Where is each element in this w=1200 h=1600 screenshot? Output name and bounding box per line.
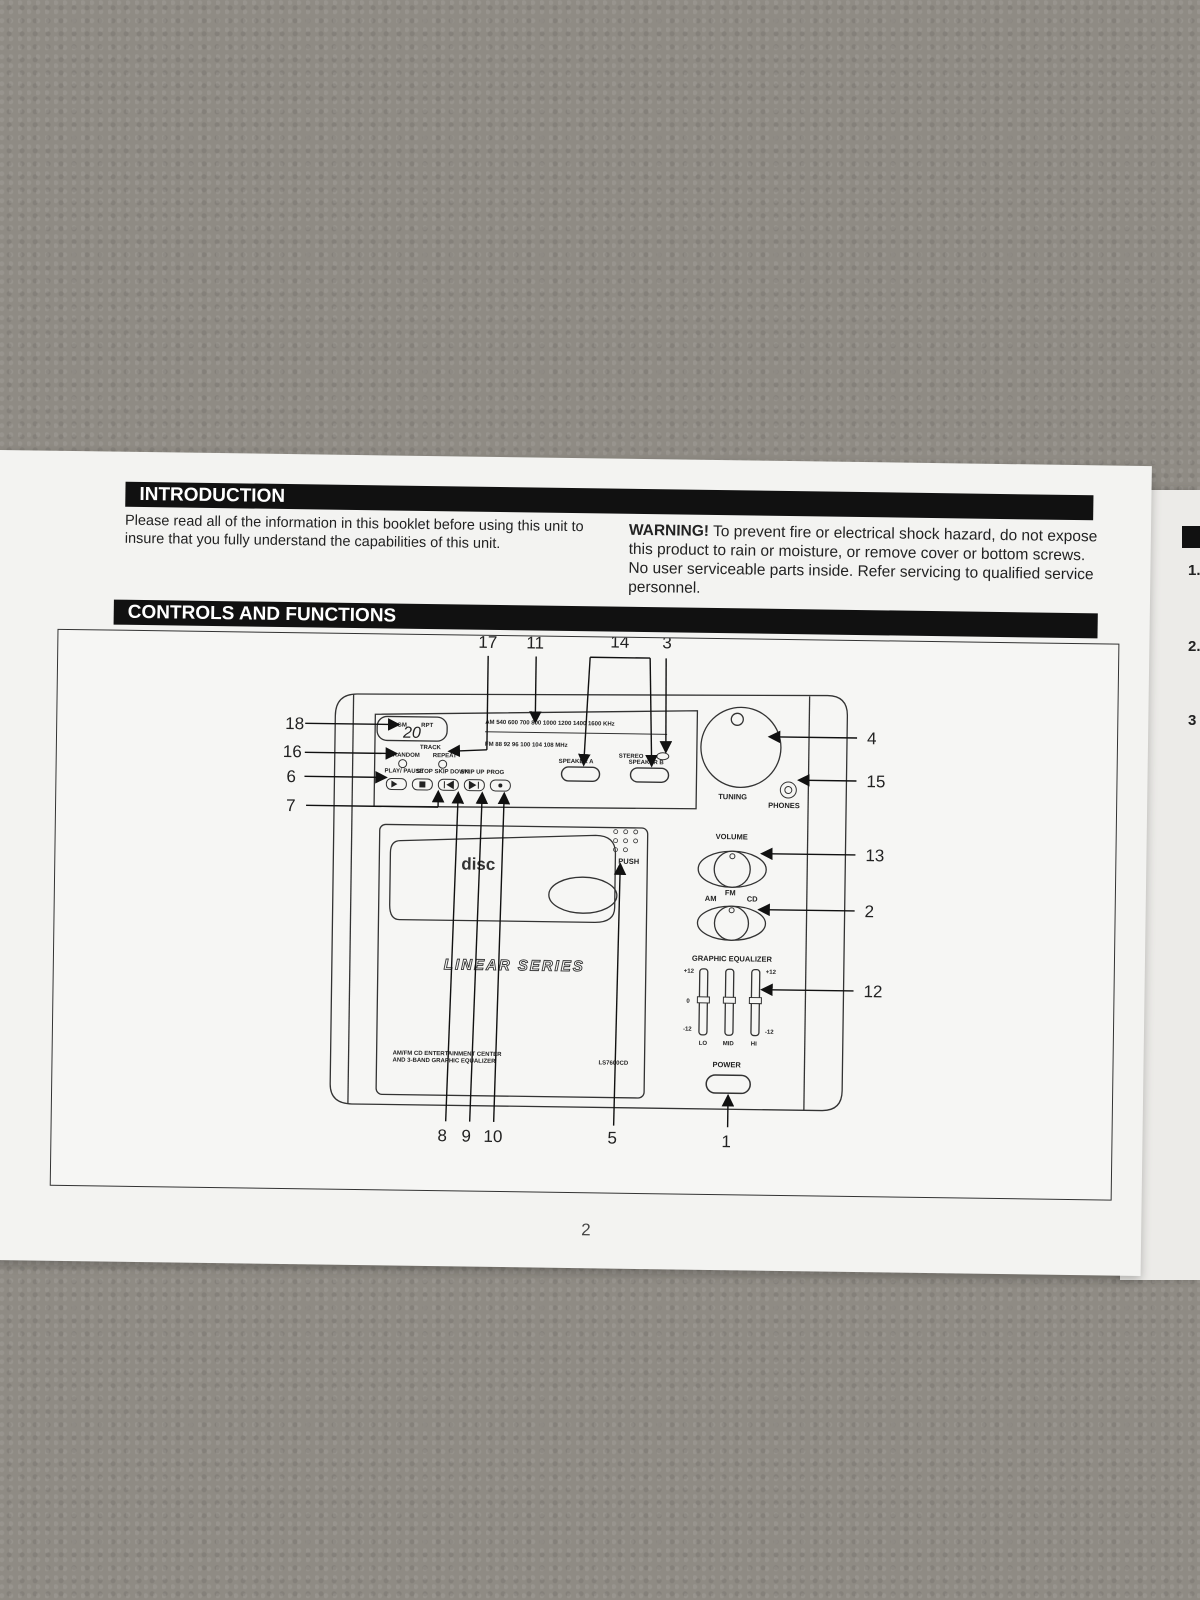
am-scale: AM 540 600 700 800 1000 1200 1400 1600 K… — [485, 720, 615, 728]
next-page-item-3: 3 — [1188, 712, 1197, 729]
skip-forward-icon — [468, 780, 479, 790]
lcd-display: PGM RPT 20 TRACK — [376, 715, 448, 751]
compact-disc-logo: disc — [461, 854, 495, 873]
power-button[interactable] — [705, 1074, 751, 1095]
eq-zero-label: 0 — [686, 999, 690, 1005]
skip-down-label: SKIP DOWN — [435, 769, 470, 775]
volume-label: VOLUME — [716, 832, 748, 841]
eq-title: GRAPHIC EQUALIZER — [692, 954, 773, 964]
callout-1: 1 — [721, 1132, 731, 1151]
transport-buttons: PLAY/ PAUSE STOP SKIP DOWN SKIP UP PROG — [385, 768, 511, 792]
phones-label: PHONES — [768, 801, 800, 810]
callout-6: 6 — [286, 767, 296, 786]
prog-button[interactable] — [489, 779, 511, 792]
callout-14: 14 — [610, 633, 629, 652]
am-label: AM — [705, 894, 717, 903]
play-pause-label: PLAY/ PAUSE — [385, 768, 424, 775]
stop-button[interactable] — [411, 778, 433, 791]
push-dots — [613, 829, 639, 853]
eq-plus-label-right: +12 — [766, 970, 777, 976]
fm-label: FM — [725, 888, 736, 897]
callout-13: 13 — [865, 846, 884, 865]
skip-down-button[interactable] — [437, 778, 459, 791]
fm-scale: FM 88 92 96 100 104 108 MHz — [485, 742, 568, 749]
callout-17: 17 — [478, 633, 497, 652]
eq-hi-label: HI — [751, 1042, 757, 1048]
controls-diagram: PGM RPT 20 TRACK AM 540 600 700 800 1000… — [49, 628, 1120, 1201]
prog-label: PROG — [486, 770, 504, 776]
track-label: TRACK — [420, 745, 442, 751]
speaker-b-label: SPEAKER B — [629, 760, 665, 766]
callout-10: 10 — [483, 1127, 502, 1146]
callout-15: 15 — [866, 772, 885, 791]
phones-jack-inner — [784, 786, 793, 795]
eq-mid-label: MID — [723, 1041, 735, 1047]
callout-5: 5 — [607, 1129, 617, 1148]
callout-11: 11 — [526, 633, 544, 652]
speaker-b-button[interactable] — [629, 767, 670, 783]
skip-up-label: SKIP UP — [461, 769, 485, 775]
next-page-item-1: 1. — [1188, 562, 1200, 579]
speaker-a-label: SPEAKER A — [559, 759, 595, 765]
speaker-a-button[interactable] — [560, 766, 601, 783]
graphic-equalizer: GRAPHIC EQUALIZER +12 +12 0 -12 -12 LO M… — [683, 954, 777, 1048]
tuning-scale: AM 540 600 700 800 1000 1200 1400 1600 K… — [485, 720, 670, 761]
random-label: RANDOM — [393, 753, 420, 759]
stereo-label: STEREO — [619, 754, 644, 760]
callout-3: 3 — [662, 633, 672, 652]
push-label: PUSH — [618, 857, 639, 866]
repeat-label: REPEAT — [433, 753, 457, 759]
skip-up-button[interactable] — [463, 779, 485, 792]
eq-minus-label: -12 — [683, 1027, 692, 1033]
callout-2: 2 — [865, 902, 875, 921]
cd-label: CD — [747, 894, 759, 903]
description-line-1: AM/FM CD ENTERTAINMENT CENTER — [393, 1051, 503, 1059]
function-selector-knob[interactable] — [713, 905, 750, 941]
eq-hi-slider[interactable] — [748, 997, 762, 1005]
tuning-label: TUNING — [718, 792, 747, 801]
eq-minus-label-right: -12 — [765, 1030, 774, 1036]
eq-lo-slider[interactable] — [696, 996, 710, 1004]
callout-4: 4 — [867, 729, 877, 748]
linear-series-logo: LINEAR SERIES — [444, 956, 585, 975]
model-number: LS7600CD — [598, 1060, 628, 1066]
display-rpt: RPT — [421, 723, 433, 729]
play-icon — [391, 780, 398, 788]
callout-12: 12 — [863, 982, 882, 1001]
next-page-item-2: 2. — [1188, 638, 1200, 655]
volume-knob[interactable] — [713, 850, 751, 888]
device-body — [329, 693, 849, 1112]
random-repeat: RANDOM REPEAT — [393, 753, 457, 769]
description-line-2: AND 3-BAND GRAPHIC EQUALIZER — [392, 1058, 496, 1065]
stop-label: STOP — [417, 769, 433, 775]
manual-page: INTRODUCTION Please read all of the info… — [0, 450, 1152, 1277]
next-page-section-bar — [1182, 526, 1200, 548]
callout-18: 18 — [285, 714, 304, 733]
play-pause-button[interactable] — [385, 777, 407, 791]
eq-plus-label: +12 — [684, 969, 695, 975]
callout-arrows — [304, 655, 858, 1128]
warning-text: WARNING! To prevent fire or electrical s… — [628, 521, 1099, 604]
eq-lo-label: LO — [699, 1041, 708, 1047]
stop-icon — [419, 781, 426, 788]
introduction-text: Please read all of the information in th… — [124, 512, 584, 552]
callout-16: 16 — [283, 742, 302, 761]
power-label: POWER — [712, 1060, 741, 1069]
callout-8: 8 — [437, 1126, 447, 1145]
phones-jack[interactable] — [779, 781, 797, 799]
callout-7: 7 — [286, 796, 296, 815]
page-number: 2 — [581, 1220, 591, 1240]
prog-dot-icon — [498, 783, 503, 788]
warning-label: WARNING! — [628, 521, 710, 540]
eq-mid-slider[interactable] — [722, 996, 736, 1004]
display-value: 20 — [402, 725, 421, 742]
stereo-unit-illustration: PGM RPT 20 TRACK AM 540 600 700 800 1000… — [283, 633, 886, 1152]
skip-back-icon — [443, 780, 454, 790]
callout-9: 9 — [461, 1127, 471, 1146]
